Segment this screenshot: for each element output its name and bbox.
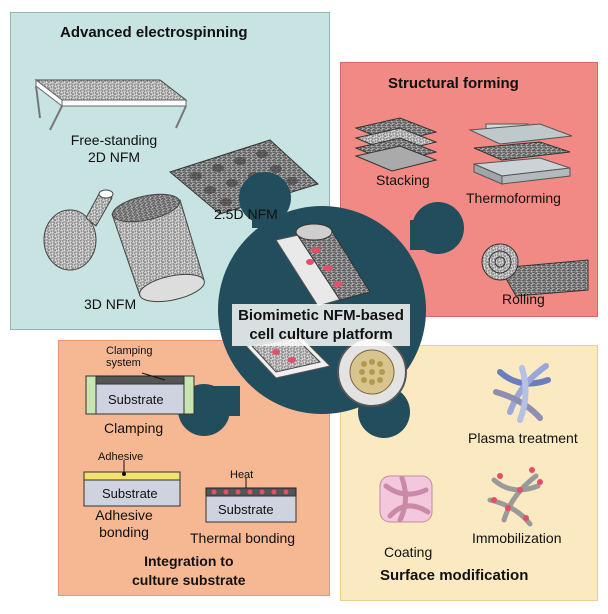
- immobilization-image: [490, 467, 543, 524]
- free-standing-label-line1: Free-standing: [68, 132, 160, 149]
- thermoforming-label: Thermoforming: [466, 190, 561, 207]
- immobilization-label: Immobilization: [472, 530, 561, 547]
- thermal-substrate-label: Substrate: [218, 501, 274, 518]
- adhesive-label: Adhesive: [98, 449, 143, 466]
- free-standing-2d-nfm-image: [36, 80, 186, 130]
- adhesive-bonding-label: Adhesive bonding: [92, 507, 156, 541]
- clamping-system-label: Clamping system: [106, 345, 152, 369]
- nfm-3d-image: [44, 189, 207, 306]
- clamping-system-line1: Clamping: [106, 345, 152, 357]
- free-standing-label: Free-standing 2D NFM: [68, 132, 160, 166]
- center-title-line1: Biomimetic NFM-based: [232, 306, 410, 325]
- integration-title-line2: culture substrate: [132, 571, 246, 590]
- center-platform-title: Biomimetic NFM-based cell culture platfo…: [232, 304, 410, 346]
- adhesive-bonding-line2: bonding: [92, 524, 156, 541]
- clamping-system-line2: system: [106, 357, 152, 369]
- thermal-bonding-label: Thermal bonding: [190, 530, 295, 547]
- center-title-line2: cell culture platform: [232, 325, 410, 344]
- clamping-label: Clamping: [104, 420, 163, 437]
- clamping-substrate-label: Substrate: [108, 391, 164, 408]
- coating-label: Coating: [384, 544, 432, 561]
- plasma-treatment-image: [496, 366, 548, 420]
- stacking-label: Stacking: [376, 172, 430, 189]
- adhesive-bonding-line1: Adhesive: [92, 507, 156, 524]
- nfm-2-5d-label: 2.5D NFM: [214, 206, 278, 223]
- integration-title: Integration to culture substrate: [132, 552, 246, 590]
- free-standing-label-line2: 2D NFM: [68, 149, 160, 166]
- rolling-label: Rolling: [502, 291, 545, 308]
- heat-label: Heat: [230, 467, 253, 484]
- coating-image: [380, 476, 432, 522]
- adhesive-substrate-label: Substrate: [102, 485, 158, 502]
- plasma-treatment-label: Plasma treatment: [468, 430, 578, 447]
- integration-title-line1: Integration to: [132, 552, 246, 571]
- nfm-3d-label: 3D NFM: [84, 296, 136, 313]
- stacking-image: [356, 118, 436, 171]
- electrospinning-title: Advanced electrospinning: [60, 24, 248, 41]
- structural-forming-title: Structural forming: [388, 75, 519, 92]
- surface-modification-title: Surface modification: [380, 567, 528, 584]
- rolling-image: [482, 244, 588, 296]
- thermoforming-image: [470, 124, 572, 184]
